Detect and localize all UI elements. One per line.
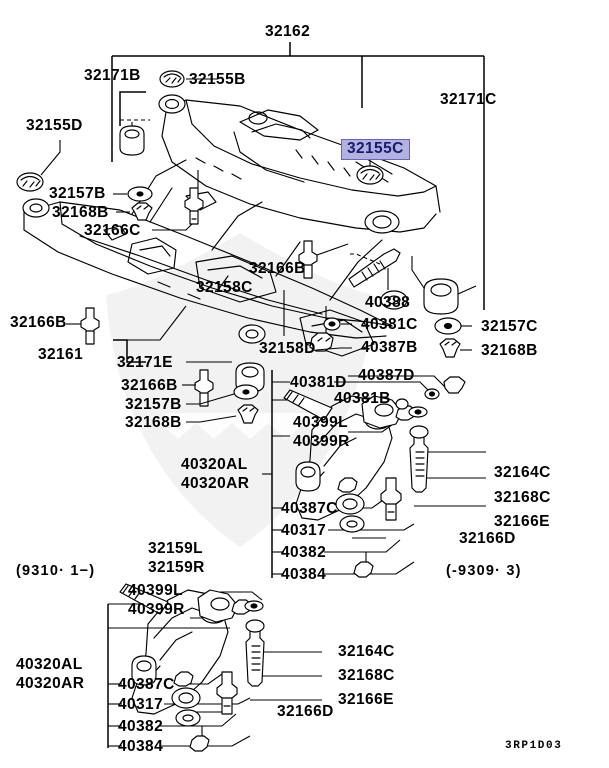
part-32166B-center bbox=[184, 170, 204, 225]
label-40320AL-upper: 40320AL bbox=[181, 456, 248, 473]
label-40320AR-lower: 40320AR bbox=[16, 675, 85, 692]
label-40382-upper: 40382 bbox=[281, 544, 327, 561]
label-40387C-upper: 40387C bbox=[281, 500, 338, 517]
label-40382-lower: 40382 bbox=[118, 718, 164, 735]
part-32155C bbox=[356, 157, 384, 185]
label-32162: 32162 bbox=[265, 23, 311, 40]
label-32155B: 32155B bbox=[189, 71, 246, 88]
label-40317-lower: 40317 bbox=[118, 696, 164, 713]
label-32166D-lower: 32166D bbox=[277, 703, 334, 720]
label-40387D: 40387D bbox=[358, 367, 415, 384]
label-40399R-upper: 40399R bbox=[293, 433, 350, 450]
part-40388 bbox=[348, 248, 401, 290]
label-32168C-lower: 32168C bbox=[338, 667, 395, 684]
label-32171B: 32171B bbox=[84, 67, 141, 84]
part-32166C-leader bbox=[152, 221, 195, 231]
label-32171E: 32171E bbox=[117, 354, 173, 371]
part-32166B-right bbox=[298, 240, 349, 279]
label-40399L-lower: 40399L bbox=[128, 582, 183, 599]
label-32159L: 32159L bbox=[148, 540, 203, 557]
part-32171C-bushing bbox=[411, 256, 477, 315]
label-32166B-left: 32166B bbox=[10, 314, 67, 331]
label-32168B-right: 32168B bbox=[481, 342, 538, 359]
label-40384-lower: 40384 bbox=[118, 738, 164, 755]
label-32158C: 32158C bbox=[196, 279, 253, 296]
label-32166D-upper: 32166D bbox=[459, 530, 516, 547]
part-32168B-right bbox=[439, 338, 472, 358]
part-32168B-top bbox=[116, 202, 153, 221]
part-40381C bbox=[323, 317, 352, 331]
label-32166E-upper: 32166E bbox=[494, 513, 550, 530]
label-40387B: 40387B bbox=[361, 339, 418, 356]
part-40387B bbox=[309, 332, 352, 352]
diagram-id: 3RP1D03 bbox=[505, 740, 563, 752]
label-32158D: 32158D bbox=[259, 340, 316, 357]
label-32157B-lower: 32157B bbox=[125, 396, 182, 413]
label-40381B: 40381B bbox=[334, 390, 391, 407]
part-32157B-lower bbox=[186, 384, 259, 405]
label-32168C-upper: 32168C bbox=[494, 489, 551, 506]
label-40320AL-lower: 40320AL bbox=[16, 656, 83, 673]
label-32159R: 32159R bbox=[148, 559, 205, 576]
label-32168B-lower: 32168B bbox=[125, 414, 182, 431]
label-32157C: 32157C bbox=[481, 318, 538, 335]
label-40399R-lower: 40399R bbox=[128, 601, 185, 618]
label-40384-upper: 40384 bbox=[281, 566, 327, 583]
label-40399L-upper: 40399L bbox=[293, 414, 348, 431]
label-32166E-lower: 32166E bbox=[338, 691, 394, 708]
part-32166B-lower bbox=[182, 369, 214, 407]
label-32166B-right: 32166B bbox=[249, 260, 306, 277]
label-32155C-highlighted[interactable]: 32155C bbox=[341, 139, 410, 160]
label-32155D: 32155D bbox=[26, 117, 83, 134]
part-32168B-lower bbox=[186, 404, 259, 424]
label-32164C-upper: 32164C bbox=[494, 464, 551, 481]
label-40320AR-upper: 40320AR bbox=[181, 475, 250, 492]
label-32157B-top: 32157B bbox=[49, 185, 106, 202]
part-32171E bbox=[186, 361, 265, 393]
date-code-lower: (9310· 1−) bbox=[16, 563, 96, 579]
label-32161: 32161 bbox=[38, 346, 84, 363]
part-32155D bbox=[16, 140, 61, 192]
label-40317-upper: 40317 bbox=[281, 522, 327, 539]
label-40381D: 40381D bbox=[290, 374, 347, 391]
label-32164C-lower: 32164C bbox=[338, 643, 395, 660]
label-32166B-lower: 32166B bbox=[121, 377, 178, 394]
part-32171B bbox=[119, 91, 150, 156]
label-40387C-lower: 40387C bbox=[118, 676, 175, 693]
part-32166B-left bbox=[66, 307, 100, 345]
date-code-upper: (-9309· 3) bbox=[446, 563, 522, 579]
label-40381C: 40381C bbox=[361, 316, 418, 333]
label-32171C: 32171C bbox=[440, 91, 497, 108]
label-40388: 40388 bbox=[365, 294, 411, 311]
part-32157C bbox=[434, 317, 472, 335]
label-32168B-top: 32168B bbox=[52, 204, 109, 221]
part-32157B-top bbox=[113, 186, 153, 202]
label-32166C: 32166C bbox=[84, 222, 141, 239]
